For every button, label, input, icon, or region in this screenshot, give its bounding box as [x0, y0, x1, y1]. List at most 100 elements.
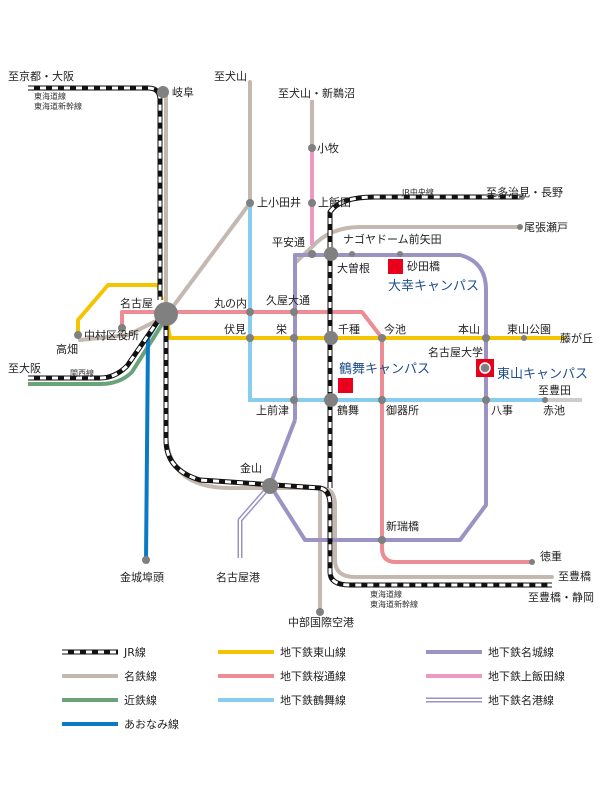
legend-item-sakuradori: 地下鉄桜通線 [218, 669, 346, 683]
label-imaike: 今池 [384, 322, 406, 336]
station-dot-imaike [378, 334, 386, 342]
legend-label-higashiyama: 地下鉄東山線 [280, 645, 346, 659]
station-dot-sakae [290, 334, 298, 342]
dest-toyohashi: 至豊橋 [558, 569, 591, 583]
sakuradori-line [120, 310, 532, 564]
label-nagoya-daigaku: 名古屋大学 [428, 345, 483, 359]
station-dot-higashiyama-koen [521, 335, 527, 341]
station-dot-marunouchi [246, 308, 254, 316]
legend-label-jr: JR線 [123, 645, 146, 659]
dest-toyohashi-shizuoka: 至豊橋・静岡 [528, 590, 594, 604]
label-takabata: 高畑 [56, 342, 78, 356]
label-tokushige: 徳重 [540, 549, 562, 563]
station-dot-kinjofuto [142, 556, 150, 564]
label-komaki: 小牧 [317, 141, 339, 155]
station-dot-yagoto [482, 396, 490, 404]
campus-labels: 大幸キャンパス 鶴舞キャンパス 東山キャンパス [339, 279, 588, 382]
label-akaike: 赤池 [543, 404, 565, 417]
campus-marker-tsurumai [338, 378, 353, 393]
dest-tokaido-shinkansen-bottom: 東海道新幹線 [370, 599, 418, 609]
station-labels: 岐阜 小牧 上小田井 上飯田 平安通 ナゴヤドーム前矢田 尾張瀬戸 大曽根 砂田… [56, 86, 593, 629]
campus-markers [338, 259, 494, 393]
dest-kansai: 関西線 [70, 368, 94, 378]
dest-inuyama-shinunuma: 至犬山・新鵜沼 [278, 86, 355, 100]
label-chubu-airport: 中部国際空港 [288, 615, 354, 629]
dest-tajimi-nagano: 至多治見・長野 [486, 185, 563, 199]
station-dot-chikusa [324, 331, 338, 345]
label-campus-higashiyama: 東山キャンパス [497, 366, 588, 382]
label-fujigaoka: 藤が丘 [560, 331, 593, 345]
legend-item-kamiiida: 地下鉄上飯田線 [426, 669, 565, 683]
label-heiando: 平安通 [272, 235, 305, 249]
label-aratamabashi: 新瑞橋 [386, 519, 419, 533]
label-ozone: 大曽根 [337, 261, 370, 275]
station-dot-chubu-airport [316, 608, 324, 616]
station-dot-tsurumai [324, 393, 338, 407]
label-nagoyako: 名古屋港 [216, 570, 260, 584]
legend-item-jr: JR線 [62, 645, 146, 659]
legend-item-meijo: 地下鉄名城線 [426, 645, 554, 659]
legend-label-meitetsu: 名鉄線 [124, 669, 157, 683]
label-gifu: 岐阜 [172, 86, 194, 99]
label-kanayama: 金山 [240, 461, 262, 475]
station-dot-tokushige [529, 559, 535, 565]
station-dot-takabata [74, 331, 82, 339]
station-dot-heiando [308, 250, 316, 258]
tsurumai-line [248, 204, 582, 402]
label-chikusa: 千種 [338, 322, 360, 336]
station-dot-motoyama [482, 334, 490, 342]
dest-inuyama: 至犬山 [214, 69, 247, 83]
legend-label-kintetsu: 近鉄線 [124, 693, 157, 707]
legend-label-meiko: 地下鉄名港線 [488, 693, 554, 707]
label-gokiso: 御器所 [386, 403, 419, 417]
label-nagoya: 名古屋 [120, 296, 153, 310]
label-campus-tsurumai: 鶴舞キャンパス [339, 361, 430, 377]
dest-tokaido-bottom: 東海道線 [370, 589, 402, 599]
station-dot-kanayama [262, 478, 278, 494]
legend-label-sakuradori: 地下鉄桜通線 [280, 669, 346, 683]
station-dot-owari-seto [517, 224, 523, 230]
legend-label-aonami: あおなみ線 [124, 717, 179, 731]
legend-item-meiko: 地下鉄名港線 [426, 693, 554, 707]
legend: JR線 名鉄線 近鉄線 あおなみ線 地下鉄東山線 地下鉄桜通線 地下鉄鶴舞線 [62, 645, 565, 731]
label-nagoya-dome: ナゴヤドーム前矢田 [343, 232, 442, 246]
meijo-line [268, 253, 488, 542]
legend-item-kintetsu: 近鉄線 [62, 693, 157, 707]
label-fushimi: 伏見 [224, 322, 246, 336]
station-dot-kamimaezu [290, 396, 298, 404]
campus-marker-higashiyama-dot [479, 362, 491, 374]
dest-osaka: 至大阪 [8, 361, 41, 375]
legend-item-tsurumai: 地下鉄鶴舞線 [218, 693, 346, 707]
station-dot-komaki [308, 144, 316, 152]
dest-jr-chuo: JR中央線 [401, 187, 434, 197]
dest-tokaido-shinkansen: 東海道新幹線 [34, 101, 82, 111]
dest-tokaido: 東海道線 [34, 91, 66, 101]
station-dot-sunadabashi [397, 251, 403, 257]
label-sakae: 栄 [276, 322, 287, 336]
legend-label-tsurumai: 地下鉄鶴舞線 [280, 693, 346, 707]
label-owari-seto: 尾張瀬戸 [524, 220, 568, 234]
label-kamiiida: 上飯田 [318, 195, 351, 209]
legend-item-meitetsu: 名鉄線 [62, 669, 157, 683]
station-dot-nagoya [154, 302, 178, 326]
station-dots [74, 86, 548, 616]
label-campus-daiko: 大幸キャンパス [388, 279, 479, 294]
legend-item-aonami: あおなみ線 [62, 717, 179, 731]
label-hisaya-odori: 久屋大通 [266, 293, 310, 307]
label-kamiotai: 上小田井 [257, 195, 301, 209]
label-higashiyama-koen: 東山公園 [507, 323, 551, 336]
station-dot-ozone [324, 247, 338, 261]
aonami-line [144, 316, 162, 561]
station-dot-kamiiida [308, 199, 316, 207]
meiko-line [237, 486, 270, 558]
label-kamimaezu: 上前津 [256, 403, 289, 417]
dest-toyota: 至豊田 [538, 384, 571, 397]
station-dot-fushimi [246, 334, 254, 342]
label-nakamura-kuyakusho: 中村区役所 [84, 328, 139, 342]
jr-lines [28, 85, 552, 588]
station-dot-hisaya [290, 308, 298, 316]
label-motoyama: 本山 [458, 322, 480, 336]
label-sunadabashi: 砂田橋 [407, 259, 440, 273]
destination-labels: 至京都・大阪 東海道線 東海道新幹線 至犬山 至犬山・新鵜沼 至多治見・長野 J… [8, 69, 594, 609]
